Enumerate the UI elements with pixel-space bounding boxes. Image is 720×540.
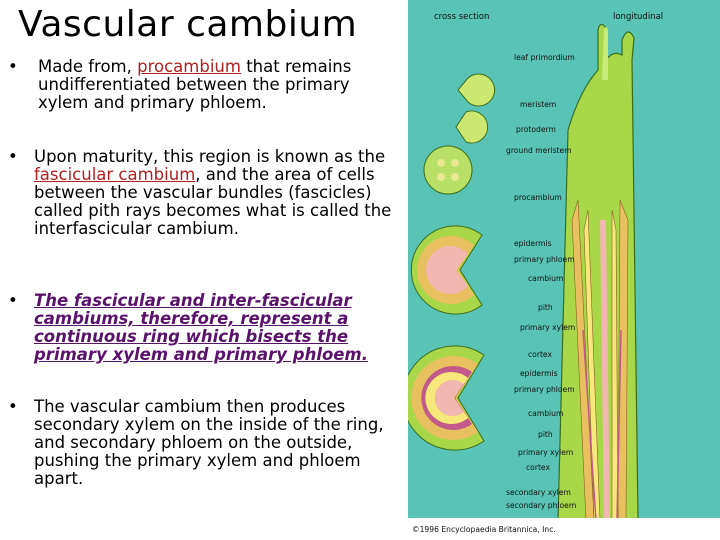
svg-text:primary phloem: primary phloem — [514, 255, 575, 264]
svg-text:epidermis: epidermis — [520, 369, 558, 378]
figure-copyright: ©1996 Encyclopaedia Britannica, Inc. — [412, 525, 556, 534]
fascicular-cambium-link[interactable]: fascicular cambium — [34, 165, 196, 184]
svg-text:primary xylem: primary xylem — [520, 323, 575, 332]
bullet-1-text: Made from, procambium that remains undif… — [38, 57, 352, 112]
svg-text:cortex: cortex — [528, 350, 552, 359]
bullet-marker: • — [8, 291, 18, 310]
svg-text:meristem: meristem — [520, 100, 556, 109]
svg-text:secondary phloem: secondary phloem — [506, 501, 576, 510]
bullet-3-text: The fascicular and inter-fascicular camb… — [34, 291, 368, 364]
longitudinal-header: longitudinal — [613, 12, 663, 22]
cross-section-header: cross section — [434, 12, 489, 22]
svg-text:ground meristem: ground meristem — [506, 146, 572, 155]
svg-text:primary phloem: primary phloem — [514, 385, 575, 394]
svg-text:secondary xylem: secondary xylem — [506, 488, 571, 497]
stem-development-figure: cross section longitudinal — [408, 0, 720, 540]
procambium-link[interactable]: procambium — [137, 57, 241, 76]
svg-text:primary xylem: primary xylem — [518, 448, 573, 457]
longitudinal-stem — [557, 23, 639, 521]
svg-text:epidermis: epidermis — [514, 239, 552, 248]
bullet-marker: • — [8, 397, 18, 416]
bullet-2-text: Upon maturity, this region is known as t… — [34, 147, 392, 238]
svg-text:pith: pith — [538, 303, 553, 312]
stem-diagram: cross section longitudinal — [408, 12, 720, 540]
svg-text:cortex: cortex — [526, 463, 550, 472]
bullet-marker: • — [8, 147, 18, 166]
figure-labels: leaf primordium meristem protoderm groun… — [506, 53, 576, 510]
svg-text:cambium: cambium — [528, 409, 563, 418]
svg-text:pith: pith — [538, 430, 553, 439]
svg-text:protoderm: protoderm — [516, 125, 556, 134]
bullet-marker: • — [8, 57, 18, 76]
svg-text:procambium: procambium — [514, 193, 562, 202]
svg-text:leaf primordium: leaf primordium — [514, 53, 575, 62]
slide-title: Vascular cambium — [18, 4, 358, 45]
cross-section-stages — [408, 73, 496, 451]
bullet-4-text: The vascular cambium then produces secon… — [34, 397, 384, 488]
svg-text:cambium: cambium — [528, 274, 563, 283]
